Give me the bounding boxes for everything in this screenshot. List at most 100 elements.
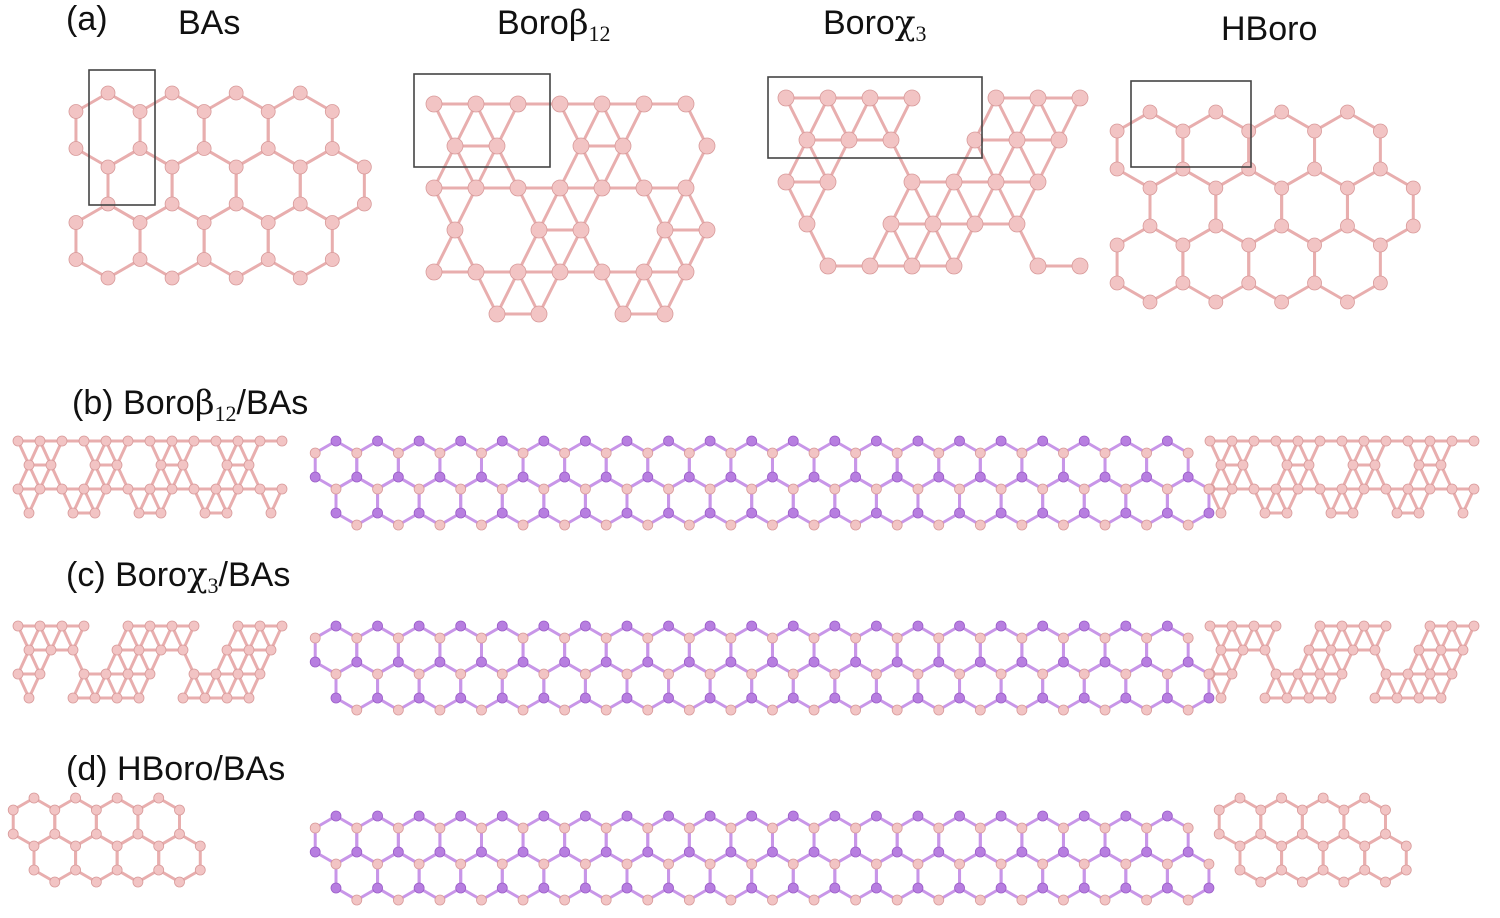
arsenic-atom: [517, 656, 529, 668]
boron-atom: [1078, 668, 1090, 680]
boron-atom: [1234, 840, 1246, 852]
arsenic-atom: [1120, 435, 1132, 447]
boron-atom: [850, 894, 862, 906]
boron-atom: [78, 483, 90, 495]
boron-atom: [56, 435, 68, 447]
arsenic-atom: [517, 846, 529, 858]
panel-b-sub: 12: [214, 401, 237, 426]
boron-atom: [1037, 858, 1049, 870]
boron-atom: [34, 483, 46, 495]
arsenic-atom: [1078, 507, 1090, 519]
boron-atom: [1226, 668, 1238, 680]
arsenic-atom: [413, 435, 425, 447]
boron-atom: [496, 858, 508, 870]
boron-atom: [725, 704, 737, 716]
arsenic-atom: [663, 620, 674, 632]
boron-atom: [232, 620, 244, 632]
boron-atom: [530, 305, 548, 323]
arsenic-atom: [995, 810, 1007, 822]
boron-atom: [56, 620, 68, 632]
arsenic-atom: [829, 882, 841, 894]
panel-d-tag: (d): [66, 750, 108, 788]
boron-atom: [725, 822, 737, 834]
boron-atom: [1142, 294, 1158, 310]
boron-atom: [243, 459, 255, 471]
boron-atom: [1182, 632, 1194, 644]
arsenic-atom: [621, 620, 633, 632]
boron-atom: [954, 483, 965, 495]
arsenic-atom: [309, 846, 321, 858]
boron-atom: [600, 447, 612, 459]
boron-atom: [642, 519, 654, 531]
arsenic-atom: [1037, 810, 1049, 822]
boron-atom: [882, 215, 900, 233]
boron-atom: [798, 215, 816, 233]
arsenic-atom: [496, 435, 508, 447]
boron-atom: [68, 104, 84, 119]
boron-atom: [572, 137, 590, 155]
boron-atom: [1468, 483, 1480, 495]
boron-atom: [1372, 123, 1388, 139]
arsenic-atom: [476, 846, 487, 858]
boron-atom: [196, 252, 212, 267]
boron-atom: [23, 644, 35, 656]
arsenic-atom: [663, 507, 674, 519]
boron-atom: [1292, 483, 1304, 495]
arsenic-atom: [455, 507, 467, 519]
arsenic-atom: [995, 620, 1007, 632]
boron-atom: [1259, 692, 1271, 704]
arsenic-atom: [746, 692, 758, 704]
boron-atom: [1347, 644, 1359, 656]
boron-atom: [704, 483, 716, 495]
arsenic-atom: [413, 810, 425, 822]
arsenic-atom: [455, 882, 467, 894]
arsenic-atom: [808, 471, 820, 483]
arsenic-atom: [663, 882, 674, 894]
panel-c-label: (c) Boroχ3/BAs: [66, 558, 290, 597]
boron-atom: [1234, 792, 1246, 804]
title-boro-chi3-sub: 3: [915, 21, 927, 46]
boron-atom: [1424, 620, 1436, 632]
title-boro-beta12-sub: 12: [588, 21, 611, 46]
arsenic-atom: [1182, 471, 1194, 483]
panel-c-base: Boro: [115, 556, 187, 594]
boron-atom: [1161, 668, 1173, 680]
boron-atom: [1058, 632, 1069, 644]
boron-atom: [100, 435, 112, 447]
boron-atom: [600, 894, 612, 906]
boron-atom: [132, 804, 144, 816]
boron-atom: [324, 252, 340, 267]
boron-atom: [1182, 704, 1194, 716]
boron-atom: [28, 840, 40, 852]
boron-atom: [372, 858, 383, 870]
boron-atom: [945, 257, 963, 275]
boron-atom: [164, 270, 180, 286]
boron-atom: [861, 257, 879, 275]
unit-cell-bas: [88, 69, 156, 206]
boron-atom: [89, 507, 101, 519]
arsenic-atom: [829, 810, 841, 822]
boron-atom: [276, 620, 288, 632]
boron-atom: [132, 876, 144, 888]
boron-atom: [1270, 483, 1282, 495]
arsenic-atom: [351, 656, 363, 668]
arsenic-atom: [954, 810, 965, 822]
boron-atom: [1050, 131, 1068, 149]
boron-atom: [559, 822, 571, 834]
boron-atom: [1078, 483, 1090, 495]
boron-atom: [425, 179, 443, 197]
boron-atom: [704, 668, 716, 680]
arsenic-atom: [746, 507, 758, 519]
boron-atom: [509, 179, 527, 197]
boron-atom: [260, 104, 276, 119]
boron-atom: [265, 644, 277, 656]
boron-atom: [1338, 804, 1350, 816]
boron-atom: [767, 632, 778, 644]
arsenic-atom: [392, 656, 404, 668]
boron-atom: [132, 215, 148, 230]
arsenic-atom: [891, 471, 903, 483]
arsenic-atom: [1161, 507, 1173, 519]
boron-atom: [100, 85, 116, 101]
boron-atom: [232, 483, 244, 495]
boron-atom: [903, 257, 921, 275]
